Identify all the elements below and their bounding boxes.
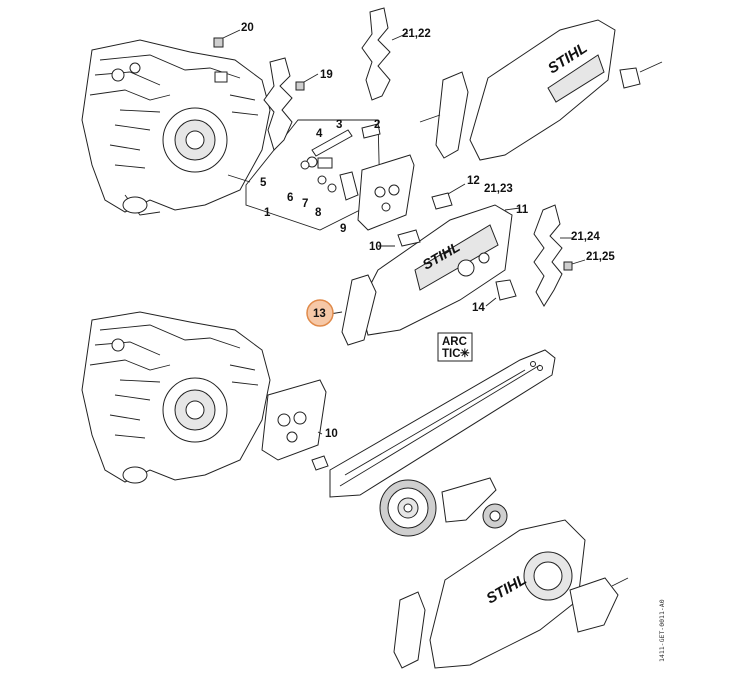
engine-housing-top — [81, 39, 271, 216]
label-19: 19 — [320, 69, 333, 81]
rim-sprocket — [379, 479, 437, 537]
label-21-23: 21,23 — [484, 183, 513, 195]
chain-catcher-lower — [441, 477, 497, 523]
label-12: 12 — [467, 175, 480, 187]
tensioner-screw — [311, 129, 353, 157]
chain-catcher-13 — [329, 274, 377, 346]
label-5: 5 — [260, 177, 267, 189]
svg-text:ARC: ARC — [442, 336, 467, 348]
label-21-25: 21,25 — [586, 251, 615, 263]
engine-housing-bottom — [81, 311, 271, 484]
washer-10-lower — [311, 455, 329, 471]
screw-19 — [295, 73, 319, 91]
guide-plate-lower — [261, 379, 329, 471]
nut-upper — [619, 67, 641, 89]
label-21-22: 21,22 — [402, 28, 431, 40]
arctic-badge: ARC TIC ✳ — [437, 332, 473, 362]
part-labels: 20 21,22 19 4 3 2 5 6 7 8 1 9 12 21,23 1… — [241, 22, 615, 440]
guide-plate-9 — [357, 154, 415, 231]
label-10-lower: 10 — [325, 428, 338, 440]
label-9: 9 — [340, 223, 346, 235]
label-3: 3 — [336, 119, 342, 131]
label-7: 7 — [302, 198, 308, 210]
label-14: 14 — [472, 302, 485, 314]
label-11: 11 — [516, 204, 529, 216]
tensioner-cover — [569, 577, 619, 633]
svg-text:TIC: TIC — [442, 348, 461, 360]
screw-21-25 — [563, 259, 586, 271]
bumper-spike-19 — [263, 57, 293, 151]
label-2: 2 — [374, 119, 380, 131]
label-20: 20 — [241, 22, 254, 34]
screw-12 — [431, 192, 453, 210]
label-8: 8 — [315, 207, 322, 219]
sprocket-nut — [482, 503, 508, 529]
sprocket-cover-upper: STIHL — [419, 19, 663, 161]
bumper-spike-21-24 — [533, 204, 572, 307]
label-10-upper: 10 — [369, 241, 382, 253]
label-4: 4 — [316, 128, 323, 140]
svg-text:✳: ✳ — [460, 348, 470, 360]
bumper-spike-21-22 — [361, 7, 409, 101]
screw-20 — [213, 29, 241, 48]
label-21-24: 21,24 — [571, 231, 600, 243]
washer-10-upper — [397, 229, 421, 247]
label-6: 6 — [287, 192, 293, 204]
highlighted-part-13[interactable]: 13 — [306, 299, 334, 327]
tensioner-slide — [339, 171, 359, 201]
nut-14 — [495, 279, 517, 301]
sprocket-cover-lower: STIHL — [393, 519, 629, 669]
svg-text:13: 13 — [313, 308, 326, 320]
guide-bar — [329, 349, 556, 498]
drawing-code: 1411-GET-0011-A0 — [658, 599, 666, 662]
label-1: 1 — [264, 207, 271, 219]
